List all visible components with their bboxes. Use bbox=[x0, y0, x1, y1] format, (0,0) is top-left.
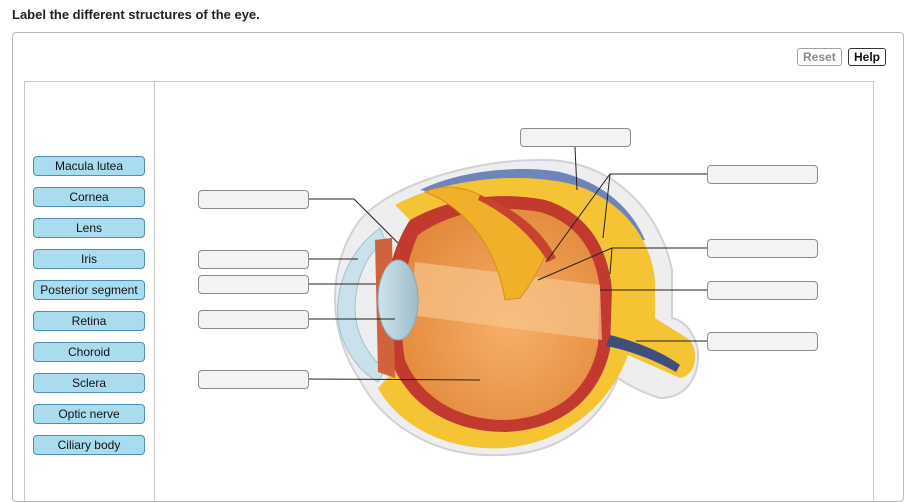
reset-button[interactable]: Reset bbox=[797, 48, 842, 66]
label-chip-sclera[interactable]: Sclera bbox=[33, 373, 145, 393]
label-bank-divider bbox=[154, 81, 155, 501]
drop-target-left-3[interactable] bbox=[198, 275, 309, 294]
label-chip-lens[interactable]: Lens bbox=[33, 218, 145, 238]
drop-target-right-3[interactable] bbox=[707, 281, 818, 300]
label-chip-posterior-segment[interactable]: Posterior segment bbox=[33, 280, 145, 300]
label-chip-cornea[interactable]: Cornea bbox=[33, 187, 145, 207]
drop-target-left-5[interactable] bbox=[198, 370, 309, 389]
label-chip-iris[interactable]: Iris bbox=[33, 249, 145, 269]
optic-nerve-shape bbox=[606, 335, 680, 372]
drop-target-right-1[interactable] bbox=[707, 165, 818, 184]
leader-lines bbox=[308, 146, 707, 381]
drop-target-right-2[interactable] bbox=[707, 239, 818, 258]
label-chip-macula-lutea[interactable]: Macula lutea bbox=[33, 156, 145, 176]
label-chip-retina[interactable]: Retina bbox=[33, 311, 145, 331]
help-button[interactable]: Help bbox=[848, 48, 887, 66]
drop-target-top[interactable] bbox=[520, 128, 631, 147]
drop-target-left-1[interactable] bbox=[198, 190, 309, 209]
label-chip-optic-nerve[interactable]: Optic nerve bbox=[33, 404, 145, 424]
sclera-band bbox=[378, 177, 696, 449]
drop-target-right-4[interactable] bbox=[707, 332, 818, 351]
drop-target-left-4[interactable] bbox=[198, 310, 309, 329]
labeling-workspace bbox=[24, 81, 874, 501]
question-text: Label the different structures of the ey… bbox=[12, 7, 260, 22]
label-chip-choroid[interactable]: Choroid bbox=[33, 342, 145, 362]
drop-target-left-2[interactable] bbox=[198, 250, 309, 269]
lens-shape bbox=[377, 259, 419, 341]
label-chip-ciliary-body[interactable]: Ciliary body bbox=[33, 435, 145, 455]
cut-plane bbox=[410, 262, 602, 340]
